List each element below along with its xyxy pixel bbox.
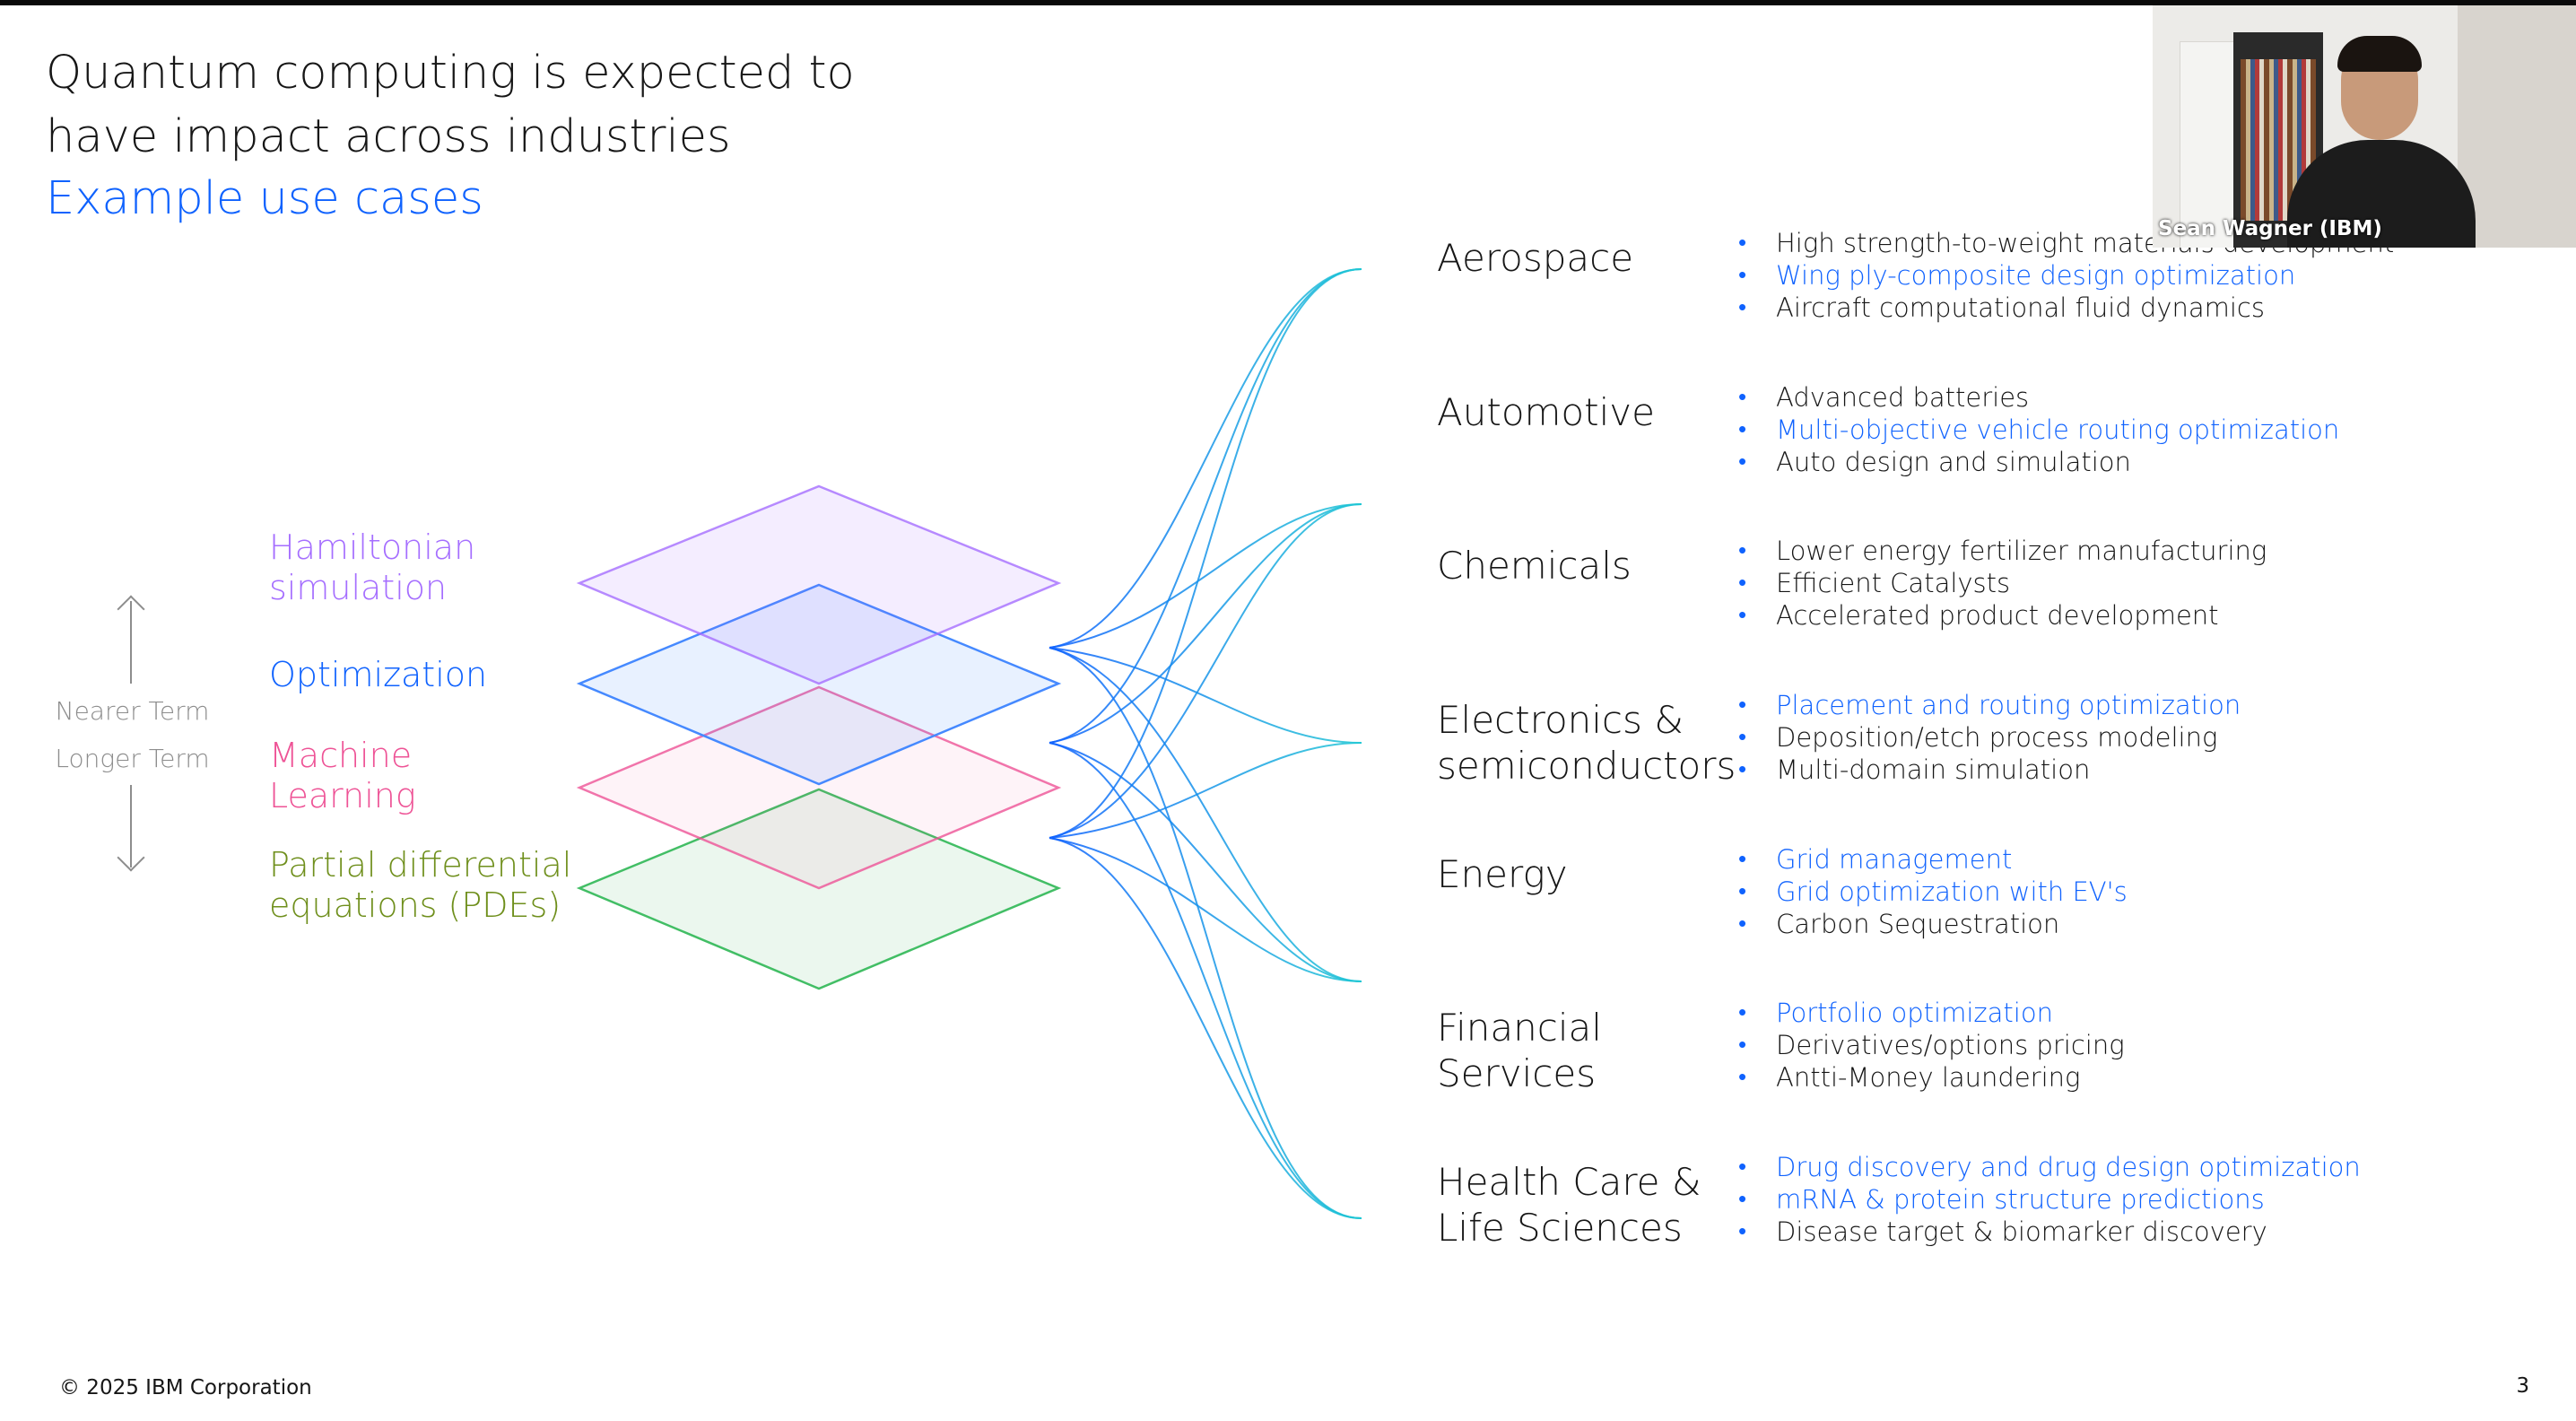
video-person-body <box>2287 140 2476 248</box>
use-case-item: Antti-Money laundering <box>1738 1061 2125 1094</box>
health-care-use-cases: Drug discovery and drug design optimizat… <box>1738 1151 2361 1248</box>
use-case-item: Derivatives/options pricing <box>1738 1029 2125 1061</box>
industry-energy: Energy <box>1437 851 1733 897</box>
curve <box>1049 742 1362 839</box>
category-machine-learning: Machine Learning <box>269 736 416 816</box>
category-label: Partial differential equations (PDEs) <box>269 845 572 925</box>
industry-electronics: Electronics & semiconductors <box>1437 697 1736 789</box>
use-case-item: Grid optimization with EV's <box>1738 876 2128 908</box>
use-case-item: Advanced batteries <box>1738 381 2339 414</box>
category-pdes: Partial differential equations (PDEs) <box>269 845 571 926</box>
financial-use-cases: Portfolio optimization Derivatives/optio… <box>1738 997 2125 1094</box>
industry-chemicals: Chemicals <box>1437 543 1733 588</box>
industry-financial-services: Financial Services <box>1437 1005 1733 1096</box>
curve <box>1049 268 1362 839</box>
use-case-item: Placement and routing optimization <box>1738 689 2241 721</box>
page-number: 3 <box>2516 1374 2529 1398</box>
arrow-down-shaft <box>130 785 132 867</box>
use-case-item: Multi-objective vehicle routing optimiza… <box>1738 414 2339 446</box>
use-case-item: Deposition/etch process modeling <box>1738 721 2241 754</box>
curve <box>1049 503 1362 744</box>
category-optimization: Optimization <box>269 655 487 695</box>
video-person-hair <box>2337 36 2422 72</box>
industry-name: Automotive <box>1437 390 1655 434</box>
curve <box>1049 503 1362 649</box>
chemicals-use-cases: Lower energy fertilizer manufacturing Ef… <box>1738 535 2267 632</box>
longer-term-label: Longer Term <box>55 744 210 773</box>
curve <box>1049 647 1362 1219</box>
industry-aerospace: Aerospace <box>1437 235 1733 281</box>
use-case-item: Auto design and simulation <box>1738 446 2339 478</box>
participant-name: Sean Wagner (IBM) <box>2158 217 2382 240</box>
curve <box>1049 742 1362 1219</box>
diamond-hamiltonian <box>576 484 1062 685</box>
industry-name: Electronics & semiconductors <box>1437 698 1736 788</box>
energy-use-cases: Grid management Grid optimization with E… <box>1738 843 2128 940</box>
curve <box>1049 837 1362 1219</box>
connection-curves <box>1049 268 1362 1219</box>
category-label: Optimization <box>269 655 488 694</box>
copyright-footer: © 2025 IBM Corporation <box>59 1376 312 1399</box>
use-case-item: Carbon Sequestration <box>1738 908 2128 940</box>
industry-name: Aerospace <box>1437 236 1634 280</box>
curve <box>1049 647 1362 982</box>
use-case-item: mRNA & protein structure predictions <box>1738 1183 2361 1216</box>
use-case-item: Aircraft computational fluid dynamics <box>1738 292 2394 324</box>
industry-name: Chemicals <box>1437 544 1632 588</box>
use-case-item: Disease target & biomarker discovery <box>1738 1216 2361 1248</box>
use-case-item: Grid management <box>1738 843 2128 876</box>
use-case-item: Multi-domain simulation <box>1738 754 2241 786</box>
slide-title: Quantum computing is expected to have im… <box>46 47 855 163</box>
category-label: Hamiltonian simulation <box>269 527 476 607</box>
industry-name: Financial Services <box>1437 1006 1602 1095</box>
nearer-term-label: Nearer Term <box>55 696 210 726</box>
curve <box>1049 742 1362 982</box>
diamond-ml <box>576 685 1062 890</box>
video-participant-tile[interactable]: Sean Wagner (IBM) <box>2153 5 2576 248</box>
category-hamiltonian-simulation: Hamiltonian simulation <box>269 527 475 608</box>
use-case-item: Accelerated product development <box>1738 599 2267 632</box>
use-case-item: Efficient Catalysts <box>1738 567 2267 599</box>
automotive-use-cases: Advanced batteries Multi-objective vehic… <box>1738 381 2339 478</box>
arrow-up-shaft <box>130 601 132 684</box>
curve <box>1049 503 1362 839</box>
category-label: Machine Learning <box>269 736 416 815</box>
curve <box>1049 647 1362 744</box>
curve <box>1049 268 1362 744</box>
video-room-right <box>2458 5 2576 248</box>
electronics-use-cases: Placement and routing optimization Depos… <box>1738 689 2241 786</box>
industry-name: Health Care & Life Sciences <box>1437 1160 1701 1250</box>
curve <box>1049 837 1362 982</box>
use-case-item: Drug discovery and drug design optimizat… <box>1738 1151 2361 1183</box>
use-case-item: Lower energy fertilizer manufacturing <box>1738 535 2267 567</box>
industry-health-care: Health Care & Life Sciences <box>1437 1159 1733 1251</box>
slide-subtitle: Example use cases <box>46 172 483 225</box>
top-border <box>0 0 2576 5</box>
curve <box>1049 268 1362 649</box>
industry-automotive: Automotive <box>1437 389 1733 435</box>
layer-diamonds <box>576 484 1062 990</box>
use-case-item: Portfolio optimization <box>1738 997 2125 1029</box>
use-case-item: Wing ply-composite design optimization <box>1738 259 2394 292</box>
industry-name: Energy <box>1437 852 1568 896</box>
